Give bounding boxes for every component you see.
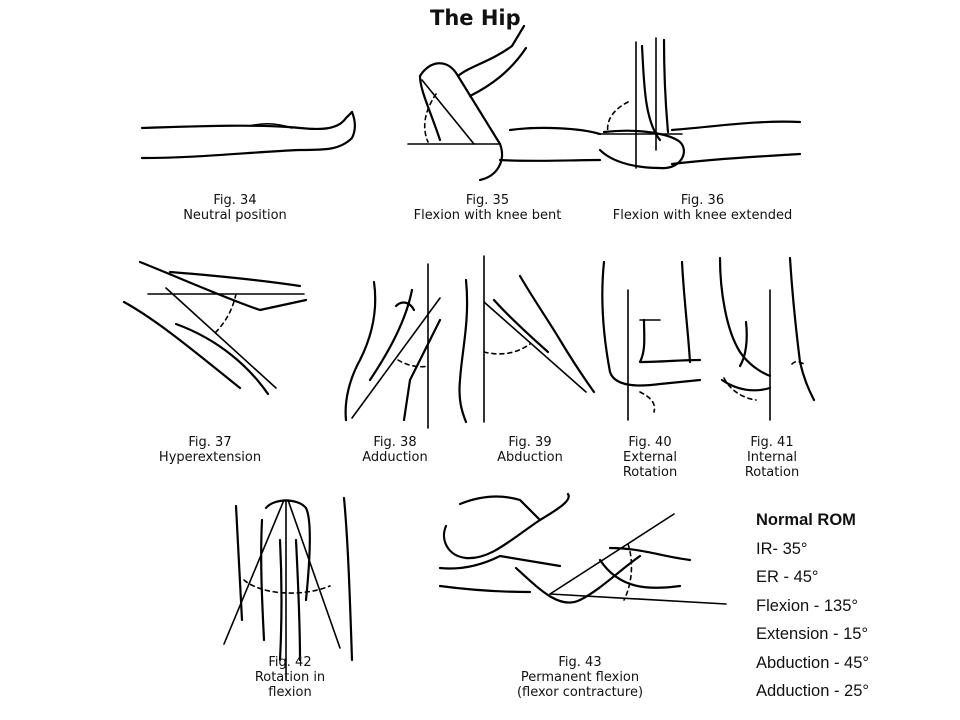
fig-37-number: Fig. 37 [188, 435, 232, 450]
fig-42-label-1: Rotation in [254, 670, 326, 685]
fig-43-label-2: (flexor contracture) [516, 685, 644, 700]
fig-39-drawing [458, 255, 596, 424]
fig-35-caption: Fig. 35 Flexion with knee bent [400, 193, 575, 223]
rom-item-er: ER - 45° [756, 568, 819, 586]
fig-40-label-2: Rotation [622, 465, 678, 480]
fig-38-caption: Fig. 38 Adduction [345, 435, 445, 465]
fig-40-label-1: External [623, 450, 677, 465]
fig-41-caption: Fig. 41 Internal Rotation [727, 435, 817, 480]
fig-42-drawing [223, 496, 354, 681]
fig-40-number: Fig. 40 [628, 435, 672, 450]
fig-39-number: Fig. 39 [508, 435, 552, 450]
fig-43-caption: Fig. 43 Permanent flexion (flexor contra… [500, 655, 660, 700]
rom-item-flexion: Flexion - 135° [756, 596, 858, 615]
fig-38-drawing [344, 263, 442, 429]
fig-40-caption: Fig. 40 External Rotation [605, 435, 695, 480]
fig-42-label-2: flexion [268, 685, 312, 700]
rom-heading: Normal ROM [756, 511, 856, 529]
fig-35-drawing [407, 24, 602, 182]
rom-item-extension: Extension - 15° [756, 625, 869, 643]
fig-36-number: Fig. 36 [680, 193, 725, 208]
fig-42-caption: Fig. 42 Rotation in flexion [240, 655, 340, 700]
fig-38-number: Fig. 38 [373, 435, 417, 450]
fig-39-caption: Fig. 39 Abduction [480, 435, 580, 465]
fig-43-label-1: Permanent flexion [520, 670, 640, 685]
page-title: The Hip [430, 6, 521, 30]
fig-34-drawing [140, 110, 357, 160]
fig-35-label: Flexion with knee bent [413, 208, 562, 223]
fig-40-drawing [601, 260, 702, 421]
rom-item-abduction: Abduction - 45° [756, 653, 870, 672]
fig-36-label: Flexion with knee extended [612, 208, 793, 223]
fig-41-label-2: Rotation [744, 465, 800, 480]
fig-37-label: Hyperextension [158, 450, 262, 465]
fig-37-drawing [122, 260, 308, 396]
fig-43-drawing [438, 492, 727, 605]
rom-item-adduction: Adduction - 25° [756, 682, 870, 700]
fig-41-drawing [718, 256, 816, 421]
fig-34-number: Fig. 34 [213, 193, 257, 208]
fig-37-caption: Fig. 37 Hyperextension [130, 435, 290, 465]
fig-34-caption: Fig. 34 Neutral position [160, 193, 310, 223]
fig-43-number: Fig. 43 [558, 655, 602, 670]
fig-36-drawing [597, 37, 802, 170]
normal-rom-list: Normal ROM IR- 35° ER - 45° Flexion - 13… [756, 506, 869, 706]
fig-36-caption: Fig. 36 Flexion with knee extended [595, 193, 810, 223]
rom-item-ir: IR- 35° [756, 539, 808, 558]
fig-39-label: Abduction [497, 450, 563, 465]
fig-35-number: Fig. 35 [465, 193, 510, 208]
fig-41-number: Fig. 41 [750, 435, 794, 450]
fig-34-label: Neutral position [183, 208, 287, 223]
fig-38-label: Adduction [362, 450, 428, 465]
fig-42-number: Fig. 42 [268, 655, 312, 670]
fig-41-label-1: Internal [746, 450, 798, 465]
